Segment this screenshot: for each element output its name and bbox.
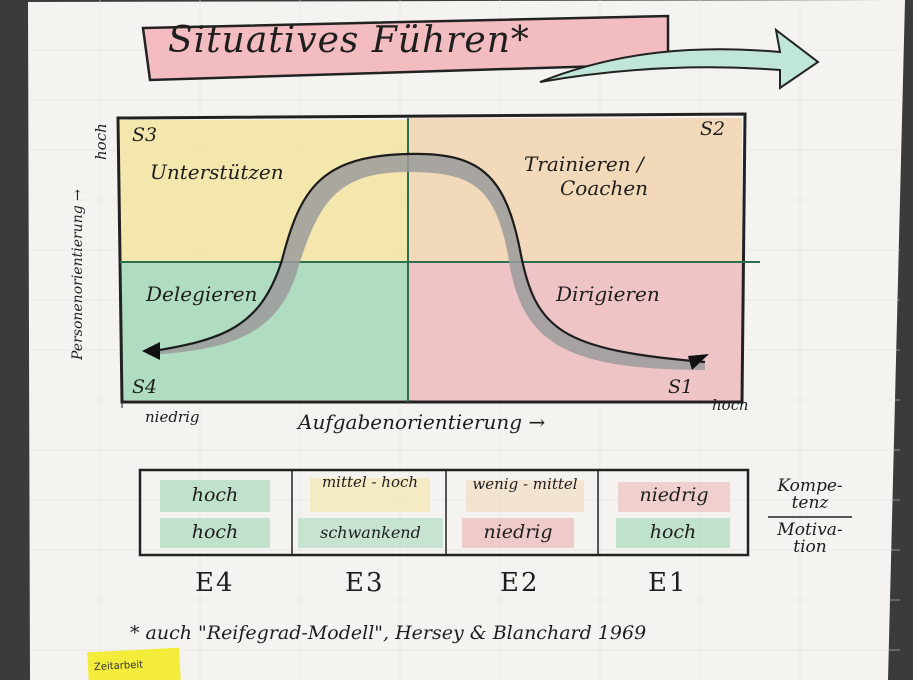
level-e1: E1	[648, 568, 688, 598]
quadrant-s1-fill	[408, 262, 742, 402]
quadrant-s3-fill	[120, 120, 408, 262]
table-competence-e3: mittel - hoch	[321, 473, 419, 491]
quadrant-s3-label: Unterstützen	[150, 160, 284, 184]
quadrant-s4-code: S4	[132, 376, 158, 398]
quadrant-s1-label: Dirigieren	[556, 282, 660, 306]
quadrant-s4-label: Delegieren	[146, 282, 258, 306]
table-competence-e1: niedrig	[639, 484, 709, 506]
sticky-note-text: Zeitarbeit	[93, 659, 144, 674]
table-motivation-e2: niedrig	[483, 521, 553, 543]
bell-curve-band	[148, 153, 705, 370]
level-e2: E2	[500, 568, 540, 598]
table-competence-e2: wenig - mittel	[472, 475, 578, 493]
table-competence-e4: hoch	[191, 484, 239, 506]
quadrant-s3-code: S3	[132, 124, 158, 146]
quadrant-s2-label-line1: Trainieren /	[524, 152, 644, 176]
matrix-border	[116, 112, 747, 404]
level-e4: E4	[195, 568, 235, 598]
table-motivation-e4: hoch	[191, 521, 239, 543]
sticky-note: Zeitarbeit	[87, 647, 181, 680]
bell-curve-line	[147, 152, 706, 364]
quadrant-s4-fill	[122, 262, 408, 400]
table-frame	[138, 468, 750, 557]
table-motivation-e3: schwankend	[320, 523, 421, 542]
x-axis-label: Aufgabenorientierung →	[298, 410, 546, 434]
y-axis-high-label: hoch	[92, 123, 110, 160]
quadrant-s2-fill	[408, 118, 742, 262]
table-side-motivation: Motiva-tion	[777, 520, 843, 557]
curve-arrowhead-left	[142, 342, 160, 360]
table-side-competence: Kompe-tenz	[777, 476, 843, 513]
quadrant-s2-code: S2	[700, 118, 726, 140]
curve-arrowhead-right	[688, 354, 709, 370]
y-axis-label: Personenorientierung →	[70, 189, 86, 360]
x-axis-low-label: niedrig	[145, 408, 200, 426]
footnote: * auch "Reifegrad-Modell", Hersey & Blan…	[130, 622, 647, 644]
page-title: Situatives Führen*	[168, 20, 530, 61]
table-motivation-e1: hoch	[649, 521, 697, 543]
level-e3: E3	[345, 568, 385, 598]
quadrant-s2-label-line2: Coachen	[560, 176, 649, 200]
x-axis-high-label: hoch	[712, 396, 749, 414]
quadrant-s1-code: S1	[668, 376, 694, 398]
title-arrow	[539, 27, 820, 90]
